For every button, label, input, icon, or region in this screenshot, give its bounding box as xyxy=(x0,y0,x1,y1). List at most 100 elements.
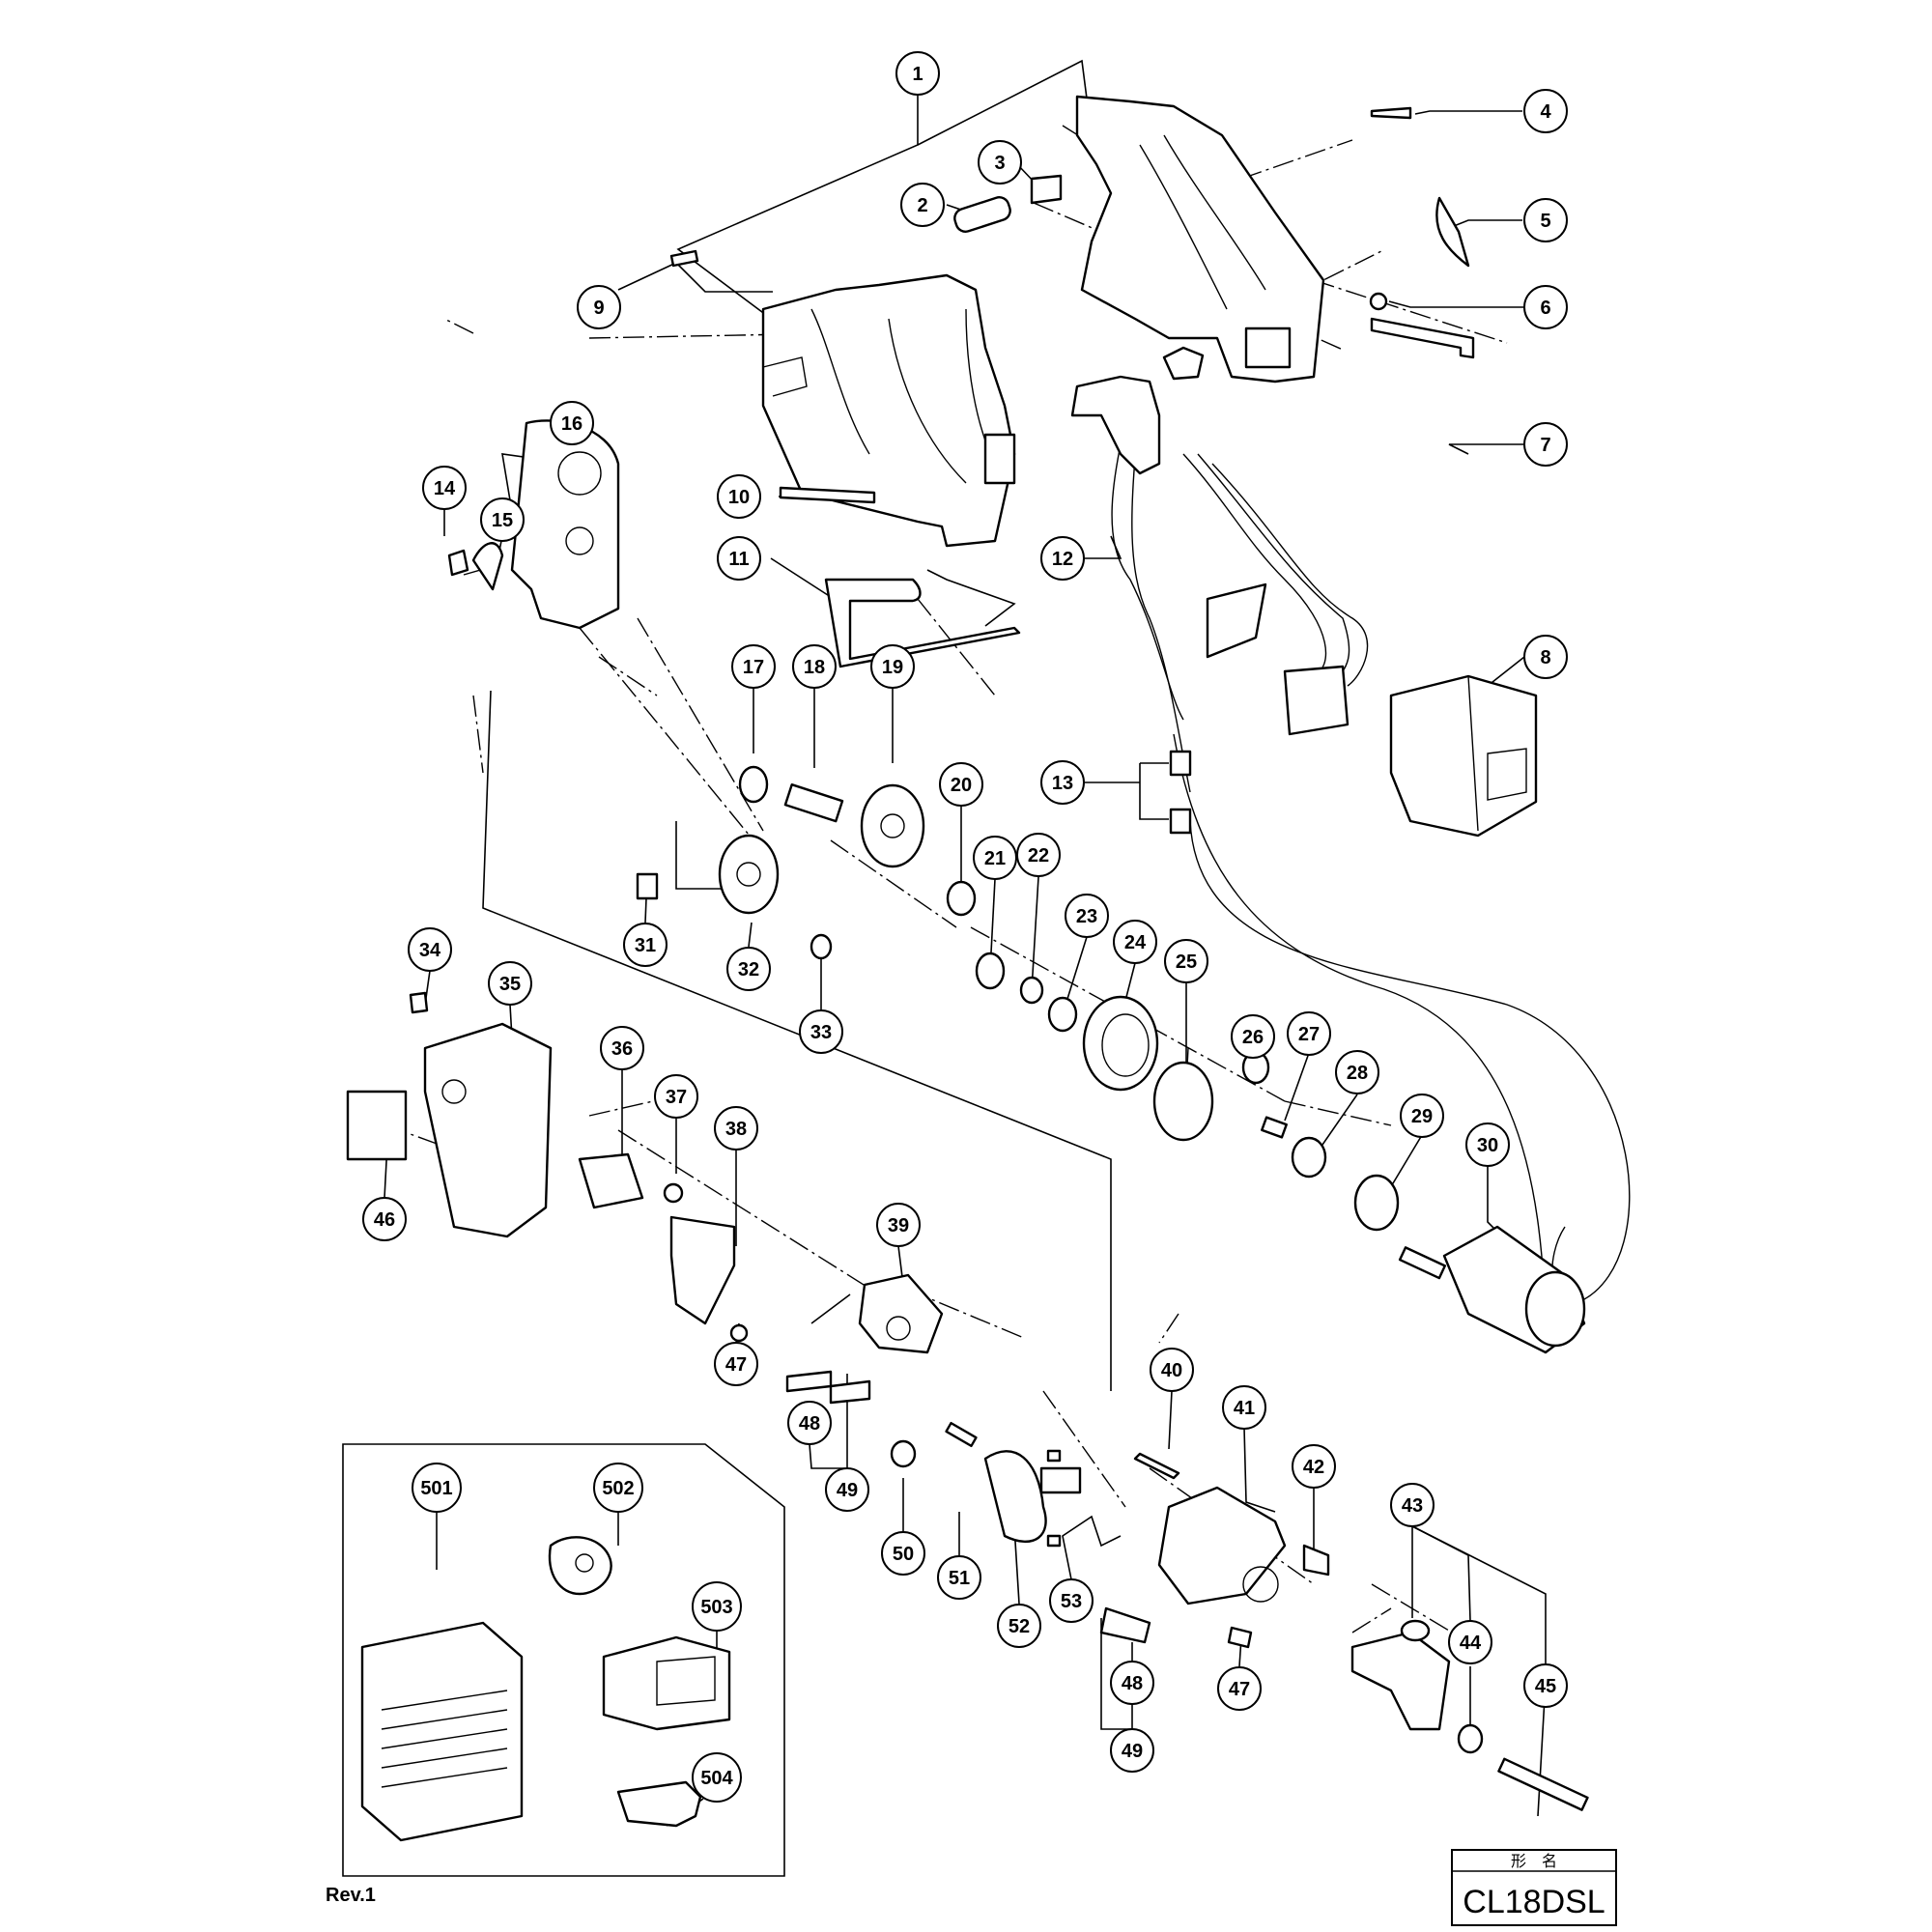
callout-circle xyxy=(881,1531,925,1576)
callout-circle xyxy=(731,644,776,689)
callout-circle xyxy=(692,1581,742,1632)
callout-circle xyxy=(1448,1620,1492,1664)
callout-number: 12 xyxy=(1052,549,1073,570)
callout-21: 21 xyxy=(973,836,1017,880)
callout-circle xyxy=(1231,1014,1275,1059)
callout-23: 23 xyxy=(1065,894,1109,938)
callout-circle xyxy=(1465,1122,1510,1167)
callout-number: 50 xyxy=(893,1544,914,1565)
callout-19: 19 xyxy=(870,644,915,689)
callout-number: 18 xyxy=(804,657,825,678)
callout-number: 25 xyxy=(1176,952,1197,973)
callout-504: 504 xyxy=(692,1752,742,1803)
callout-49: 49 xyxy=(1110,1728,1154,1773)
callout-39: 39 xyxy=(876,1203,921,1247)
callout-number: 6 xyxy=(1540,298,1550,319)
callout-circle xyxy=(1150,1348,1194,1392)
callout-number: 30 xyxy=(1477,1135,1498,1156)
callout-circle xyxy=(550,401,594,445)
callout-circle xyxy=(1217,1666,1262,1711)
callout-number: 32 xyxy=(738,959,759,980)
callout-12: 12 xyxy=(1040,536,1085,581)
callout-503: 503 xyxy=(692,1581,742,1632)
planetary-and-motor xyxy=(975,952,1586,1354)
callout-27: 27 xyxy=(1287,1011,1331,1056)
callout-circle xyxy=(600,1026,644,1070)
callout-number: 48 xyxy=(799,1413,820,1435)
callout-circle xyxy=(876,1203,921,1247)
callout-number: 9 xyxy=(593,298,604,319)
callout-43: 43 xyxy=(1390,1483,1435,1527)
callout-47: 47 xyxy=(1217,1666,1262,1711)
callout-number: 47 xyxy=(1229,1679,1250,1700)
callout-number: 35 xyxy=(499,974,521,995)
callout-circle xyxy=(1287,1011,1331,1056)
callout-circle xyxy=(714,1106,758,1151)
callout-number: 503 xyxy=(700,1597,732,1618)
callout-circle xyxy=(726,947,771,991)
callout-4: 4 xyxy=(1523,89,1568,133)
callout-circle xyxy=(593,1463,643,1513)
callout-circle xyxy=(654,1074,698,1119)
callout-2: 2 xyxy=(900,183,945,227)
callout-number: 4 xyxy=(1540,101,1551,123)
callout-33: 33 xyxy=(799,1009,843,1054)
callout-number: 19 xyxy=(882,657,903,678)
callout-circle xyxy=(1040,536,1085,581)
callout-number: 20 xyxy=(951,775,972,796)
callout-48: 48 xyxy=(787,1401,832,1445)
callout-number: 28 xyxy=(1347,1063,1368,1084)
callout-number: 29 xyxy=(1411,1106,1433,1127)
callout-number: 38 xyxy=(725,1119,747,1140)
callout-number: 26 xyxy=(1242,1027,1264,1048)
callout-42: 42 xyxy=(1292,1444,1336,1489)
callout-circle xyxy=(1335,1050,1379,1094)
callout-circle xyxy=(1110,1728,1154,1773)
callout-number: 13 xyxy=(1052,773,1073,794)
callout-circle xyxy=(488,961,532,1006)
callout-circle xyxy=(362,1197,407,1241)
callout-5: 5 xyxy=(1523,198,1568,242)
model-box: 形 名 CL18DSL xyxy=(1451,1849,1617,1926)
callout-number: 37 xyxy=(666,1087,687,1108)
callout-20: 20 xyxy=(939,762,983,807)
callout-3: 3 xyxy=(978,140,1022,185)
callout-circle xyxy=(978,140,1022,185)
callout-number: 21 xyxy=(984,848,1006,869)
housing-left xyxy=(761,273,1016,548)
callout-circle xyxy=(1292,1444,1336,1489)
callout-17: 17 xyxy=(731,644,776,689)
callout-number: 8 xyxy=(1540,647,1550,668)
callout-circle xyxy=(997,1604,1041,1648)
callout-number: 2 xyxy=(917,195,927,216)
callout-36: 36 xyxy=(600,1026,644,1070)
callout-number: 48 xyxy=(1122,1673,1143,1694)
front-assembly xyxy=(346,991,1082,1548)
callout-number: 45 xyxy=(1535,1676,1556,1697)
callout-circle xyxy=(1400,1094,1444,1138)
callout-16: 16 xyxy=(550,401,594,445)
callout-46: 46 xyxy=(362,1197,407,1241)
callout-number: 10 xyxy=(728,487,750,508)
callout-circle xyxy=(1049,1578,1094,1623)
callout-number: 46 xyxy=(374,1209,395,1231)
callout-10: 10 xyxy=(717,474,761,519)
callout-circle xyxy=(825,1467,869,1512)
callout-50: 50 xyxy=(881,1531,925,1576)
callout-circle xyxy=(1523,89,1568,133)
callout-number: 14 xyxy=(434,478,456,499)
callout-15: 15 xyxy=(480,497,525,542)
callout-49: 49 xyxy=(825,1467,869,1512)
callout-13: 13 xyxy=(1040,760,1085,805)
callout-number: 27 xyxy=(1298,1024,1320,1045)
callout-32: 32 xyxy=(726,947,771,991)
callout-number: 42 xyxy=(1303,1457,1324,1478)
callout-502: 502 xyxy=(593,1463,643,1513)
callout-number: 52 xyxy=(1009,1616,1030,1637)
callout-circle xyxy=(1523,285,1568,329)
callout-30: 30 xyxy=(1465,1122,1510,1167)
callout-51: 51 xyxy=(937,1555,981,1600)
callout-1: 1 xyxy=(895,51,940,96)
model-caption: 形 名 xyxy=(1511,1853,1557,1870)
